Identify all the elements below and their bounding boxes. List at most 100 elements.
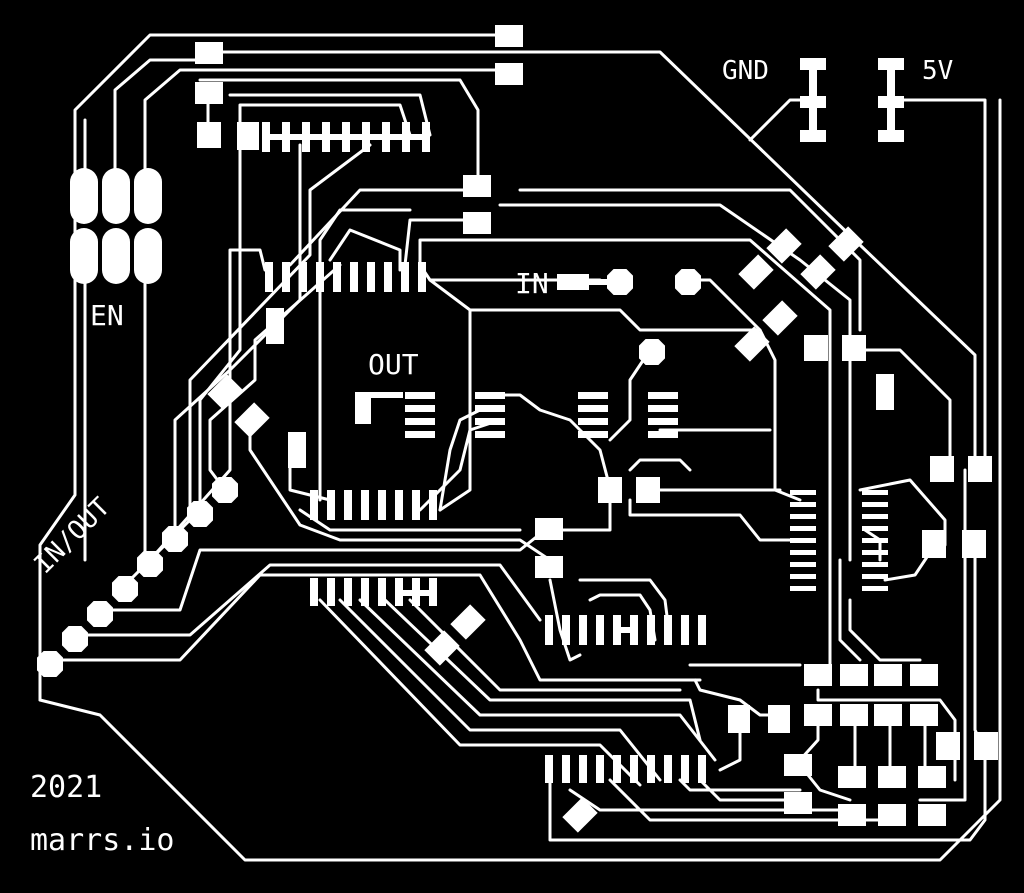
ic-pin	[596, 615, 604, 645]
smd-pad	[910, 664, 938, 686]
smd-pad	[495, 63, 523, 85]
trace	[148, 248, 267, 562]
smd-pad	[804, 335, 828, 361]
smd-pad-rotated	[762, 300, 798, 336]
ic-pin	[790, 586, 816, 591]
trace	[438, 408, 482, 512]
smd-pad	[838, 766, 866, 788]
trace	[698, 778, 792, 802]
ic-pin	[367, 262, 375, 292]
trace	[888, 98, 987, 462]
smd-pad	[768, 705, 790, 733]
smd-pad	[535, 556, 563, 578]
ic-pin	[862, 574, 888, 579]
ic-pin	[790, 550, 816, 555]
ic-pin	[395, 578, 403, 606]
smd-pad	[922, 530, 946, 558]
ic-pin	[790, 526, 816, 531]
ic-pin	[862, 586, 888, 591]
out-pad	[355, 392, 371, 424]
soic-pin	[578, 392, 608, 399]
trace	[418, 238, 832, 682]
gnd-stem	[809, 58, 817, 142]
ic-pin	[790, 502, 816, 507]
ic-pin	[395, 490, 403, 520]
trace	[678, 778, 802, 792]
in-label: IN	[515, 267, 549, 300]
smd-pad-rotated	[800, 254, 836, 290]
trace	[173, 143, 302, 537]
ic-pin	[418, 262, 426, 292]
in-pad	[557, 274, 589, 290]
smd-pad	[495, 25, 523, 47]
smd-pad-rotated	[562, 797, 598, 833]
trace	[113, 58, 210, 192]
ic-pin	[344, 578, 352, 606]
trace	[693, 678, 782, 717]
soic-pin	[578, 418, 608, 425]
smd-pad	[804, 704, 832, 726]
board-outline-bottom	[38, 98, 1002, 862]
soic-pin	[578, 431, 608, 438]
smd-pad	[910, 704, 938, 726]
through-hole-pad	[187, 501, 213, 527]
soic-pin	[578, 405, 608, 412]
board-outline	[38, 33, 510, 702]
ic-pin	[310, 578, 318, 606]
ic-pin	[698, 615, 706, 645]
trace	[628, 498, 802, 542]
trace	[518, 188, 862, 332]
ic-pin	[681, 755, 689, 783]
smd-pad	[918, 804, 946, 826]
ic-pin	[361, 578, 369, 606]
v5-stem	[887, 58, 895, 142]
through-hole-pad	[37, 651, 63, 677]
soic-pin	[648, 431, 678, 438]
v5-label: 5V	[922, 56, 954, 86]
smd-pad	[968, 456, 992, 482]
trace	[338, 598, 662, 782]
smd-pad-rotated	[450, 604, 486, 640]
trace	[98, 528, 547, 612]
ic-pin	[579, 755, 587, 783]
ic-pin	[664, 615, 672, 645]
trace	[318, 208, 412, 502]
smd-pad	[728, 705, 750, 733]
through-hole-pad	[112, 576, 138, 602]
trace	[428, 278, 472, 512]
ic-pin	[790, 514, 816, 519]
en-label: EN	[90, 299, 124, 332]
smd-pad-rotated	[234, 402, 270, 438]
ic-pin	[316, 262, 324, 292]
through-hole-pad	[137, 551, 163, 577]
trace	[488, 393, 612, 490]
site-label: marrs.io	[30, 823, 175, 858]
ic-pin	[344, 490, 352, 520]
ic-pin	[412, 490, 420, 520]
en-jumper-pad	[70, 168, 98, 224]
soic-pin	[648, 405, 678, 412]
ic-pin	[350, 262, 358, 292]
in-trace	[589, 279, 611, 285]
smd-pad	[930, 456, 954, 482]
smd-pad	[197, 122, 221, 148]
ic-pin	[613, 755, 621, 783]
soic-pin	[405, 392, 435, 399]
smd-pad	[784, 754, 812, 776]
ic-pin	[429, 490, 437, 520]
ic-pin	[310, 490, 318, 520]
trace	[328, 228, 402, 272]
trace	[918, 468, 967, 802]
soic-pin	[405, 418, 435, 425]
smd-pad	[288, 432, 306, 468]
soic-pin	[475, 405, 505, 412]
trace	[848, 598, 922, 662]
ic-pin	[647, 615, 655, 645]
smd-pad-rotated	[738, 254, 774, 290]
smd-pad	[878, 766, 906, 788]
trace	[143, 68, 510, 192]
smd-pad-rotated	[734, 326, 770, 362]
through-hole-pad	[675, 269, 701, 295]
en-jumper-pad	[134, 228, 162, 284]
trace	[973, 543, 987, 752]
